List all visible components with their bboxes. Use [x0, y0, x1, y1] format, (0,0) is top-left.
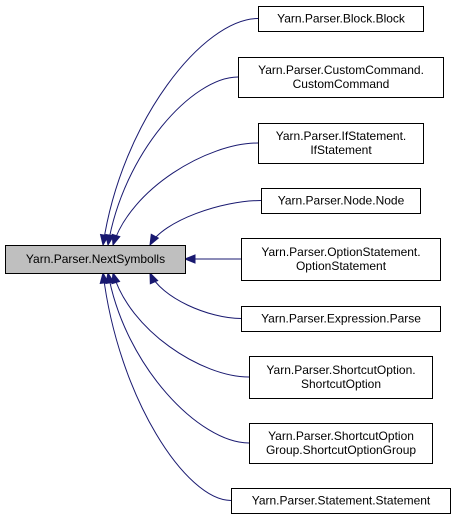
edge-3-arrowhead	[111, 233, 121, 247]
target-node-8[interactable]: Yarn.Parser.ShortcutOptionGroup.Shortcut…	[249, 423, 433, 464]
target-node-2-label: CustomCommand	[293, 77, 390, 91]
target-node-8-label: Yarn.Parser.ShortcutOption	[268, 429, 414, 443]
target-node-1[interactable]: Yarn.Parser.Block.Block	[258, 6, 424, 32]
edge-6	[149, 272, 242, 319]
target-node-7[interactable]: Yarn.Parser.ShortcutOption.ShortcutOptio…	[249, 356, 433, 399]
target-node-5[interactable]: Yarn.Parser.OptionStatement.OptionStatem…	[241, 238, 441, 281]
source-node-next-symbolls: Yarn.Parser.NextSymbolls	[5, 245, 186, 274]
target-node-7-label: Yarn.Parser.ShortcutOption.	[266, 363, 415, 377]
edge-4-arrowhead	[149, 233, 160, 247]
edge-9	[102, 272, 232, 501]
source-node-next-symbolls-label: Yarn.Parser.NextSymbolls	[26, 252, 165, 266]
edge-2	[107, 76, 239, 246]
target-node-2[interactable]: Yarn.Parser.CustomCommand.CustomCommand	[238, 57, 444, 98]
edge-2-arrowhead	[105, 233, 115, 247]
target-node-3[interactable]: Yarn.Parser.IfStatement.IfStatement	[258, 123, 424, 164]
edges	[99, 18, 262, 501]
target-node-6-label: Yarn.Parser.Expression.Parse	[261, 312, 421, 326]
edge-5-arrowhead	[183, 254, 196, 264]
edge-9-arrowhead	[99, 271, 109, 284]
edge-7-arrowhead	[111, 271, 121, 285]
source-node-next-symbolls-box	[5, 245, 186, 274]
target-node-7-box	[249, 356, 433, 399]
edge-8	[107, 272, 250, 444]
target-node-8-label: Group.ShortcutOptionGroup	[266, 443, 416, 457]
target-node-4[interactable]: Yarn.Parser.Node.Node	[261, 188, 421, 214]
nodes: Yarn.Parser.NextSymbolls Yarn.Parser.Bloc…	[5, 6, 451, 514]
target-node-3-label: Yarn.Parser.IfStatement.	[276, 129, 407, 143]
target-node-9-box	[231, 488, 451, 514]
edge-7	[112, 272, 250, 378]
edge-3	[112, 142, 259, 246]
target-node-3-label: IfStatement	[310, 143, 372, 157]
target-node-9-label: Yarn.Parser.Statement.Statement	[252, 494, 431, 508]
target-node-2-box	[238, 57, 444, 98]
target-node-5-label: Yarn.Parser.OptionStatement.	[261, 245, 420, 259]
target-node-6[interactable]: Yarn.Parser.Expression.Parse	[241, 306, 441, 332]
target-node-9[interactable]: Yarn.Parser.Statement.Statement	[231, 488, 451, 514]
target-node-3-box	[258, 123, 424, 164]
edge-1	[102, 18, 259, 246]
target-node-1-label: Yarn.Parser.Block.Block	[277, 12, 406, 26]
target-node-4-label: Yarn.Parser.Node.Node	[278, 194, 405, 208]
target-node-2-label: Yarn.Parser.CustomCommand.	[258, 63, 424, 77]
target-node-4-box	[261, 188, 421, 214]
target-node-7-label: ShortcutOption	[301, 377, 381, 391]
target-node-8-box	[249, 423, 433, 464]
target-node-6-box	[241, 306, 441, 332]
target-node-5-label: OptionStatement	[296, 259, 387, 273]
target-node-1-box	[258, 6, 424, 32]
edge-6-arrowhead	[149, 271, 159, 285]
target-node-5-box	[241, 238, 441, 281]
